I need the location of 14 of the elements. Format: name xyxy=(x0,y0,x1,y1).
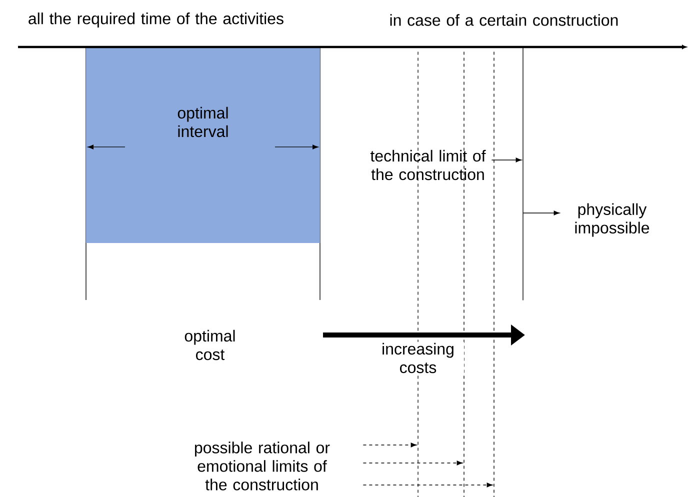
arrow xyxy=(362,442,417,448)
arrow xyxy=(362,482,493,488)
arrow xyxy=(362,460,463,466)
text-label: all the required time of the activities xyxy=(28,12,284,28)
node-text: possible rational or emotional limits of the construction xyxy=(195,442,330,490)
arrow xyxy=(491,158,522,162)
arrow xyxy=(522,210,560,216)
text-label: increasing costs xyxy=(372,342,464,374)
text-label: optimal cost xyxy=(184,330,235,360)
interval-box: optimal interval xyxy=(86,47,320,243)
node-text: technical limit of the construction xyxy=(364,148,492,182)
node-text: physically impossible xyxy=(575,203,650,237)
limit-line xyxy=(522,46,524,301)
text-label: in case of a certain construction xyxy=(390,14,618,26)
